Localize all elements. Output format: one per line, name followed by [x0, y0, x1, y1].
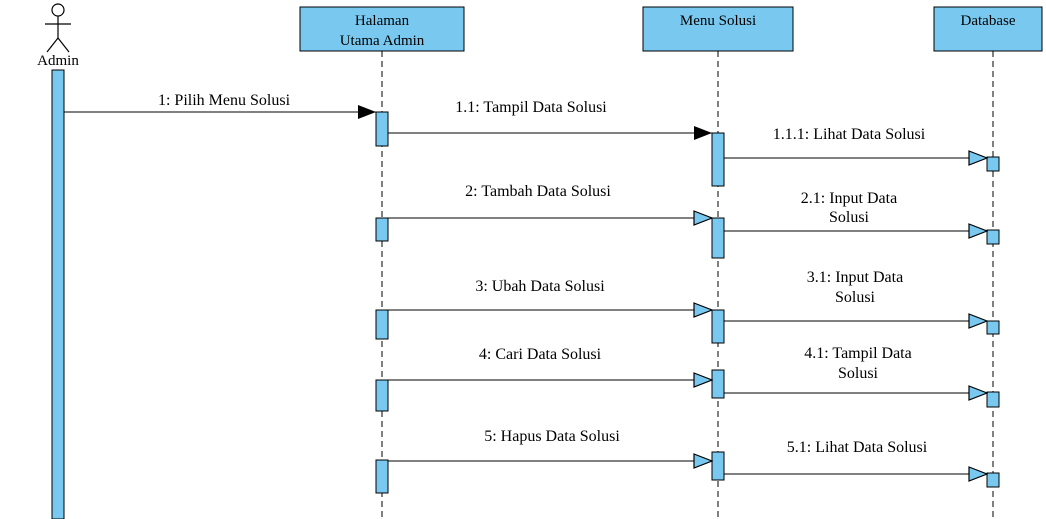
activation-bar	[986, 472, 1000, 488]
message-label: 5: Hapus Data Solusi	[484, 428, 620, 445]
lifeline-head	[933, 6, 1043, 52]
message-label-line-1: 4.1: Tampil Data	[804, 345, 911, 362]
message-label-line-1: 2.1: Input Data	[801, 190, 897, 207]
actor-name: Admin	[37, 53, 79, 69]
message-label: 3: Ubah Data Solusi	[475, 278, 605, 295]
message-label-line-2: Solusi	[838, 365, 879, 382]
activation-bar	[986, 156, 1000, 172]
lifeline-halaman-utama-admin: Halaman Utama Admin	[299, 6, 465, 519]
lifeline-title: Menu Solusi	[680, 13, 756, 29]
lifeline-title-line-2: Utama Admin	[340, 33, 425, 49]
activation-bar	[375, 309, 389, 340]
activation-bar	[986, 391, 1000, 408]
message-3-1-input-data-solusi: 3.1: Input Data Solusi	[724, 269, 987, 321]
message-1-1-tampil-data-solusi: 1.1: Tampil Data Solusi	[388, 99, 712, 140]
message-2-1-input-data-solusi: 2.1: Input Data Solusi	[724, 190, 987, 231]
message-label: 4: Cari Data Solusi	[479, 346, 602, 363]
activation-bars	[375, 111, 1000, 494]
message-2-tambah-data-solusi: 2: Tambah Data Solusi	[388, 183, 712, 218]
activation-bar	[375, 217, 389, 242]
activation-bar	[986, 229, 1000, 245]
message-1-pilih-menu-solusi: 1: Pilih Menu Solusi	[64, 92, 376, 119]
lifeline-title-line-1: Halaman	[355, 13, 410, 29]
lifeline-head	[299, 6, 465, 52]
message-label: 5.1: Lihat Data Solusi	[787, 439, 928, 456]
message-label-line-2: Solusi	[829, 209, 870, 226]
activation-bar	[711, 309, 725, 344]
activation-bar	[375, 379, 389, 412]
actor-admin: Admin	[37, 3, 79, 69]
message-label: 1.1: Tampil Data Solusi	[455, 99, 607, 116]
lifeline-title: Database	[961, 13, 1016, 29]
message-label: 1.1.1: Lihat Data Solusi	[773, 126, 926, 143]
message-4-1-tampil-data-solusi: 4.1: Tampil Data Solusi	[724, 345, 987, 393]
message-label: 1: Pilih Menu Solusi	[158, 92, 291, 109]
message-5-1-lihat-data-solusi: 5.1: Lihat Data Solusi	[724, 439, 987, 474]
message-label-line-1: 3.1: Input Data	[807, 269, 903, 286]
activation-bar	[375, 111, 389, 147]
message-4-cari-data-solusi: 4: Cari Data Solusi	[388, 346, 712, 380]
message-5-hapus-data-solusi: 5: Hapus Data Solusi	[388, 428, 712, 461]
activation-bar	[711, 369, 725, 399]
message-label: 2: Tambah Data Solusi	[465, 183, 611, 200]
activation-bar	[711, 132, 725, 187]
stick-figure-actor-icon	[45, 3, 71, 53]
lifeline-database: Database	[933, 6, 1043, 519]
lifeline-menu-solusi: Menu Solusi	[642, 6, 794, 519]
activation-bar	[711, 451, 725, 481]
activation-bar	[986, 320, 1000, 335]
message-label-line-2: Solusi	[835, 289, 876, 306]
activation-bar	[375, 459, 389, 494]
actor-activation	[51, 69, 65, 519]
message-1-1-1-lihat-data-solusi: 1.1.1: Lihat Data Solusi	[724, 126, 987, 158]
activation-bar	[711, 217, 725, 259]
message-3-ubah-data-solusi: 3: Ubah Data Solusi	[388, 278, 712, 310]
